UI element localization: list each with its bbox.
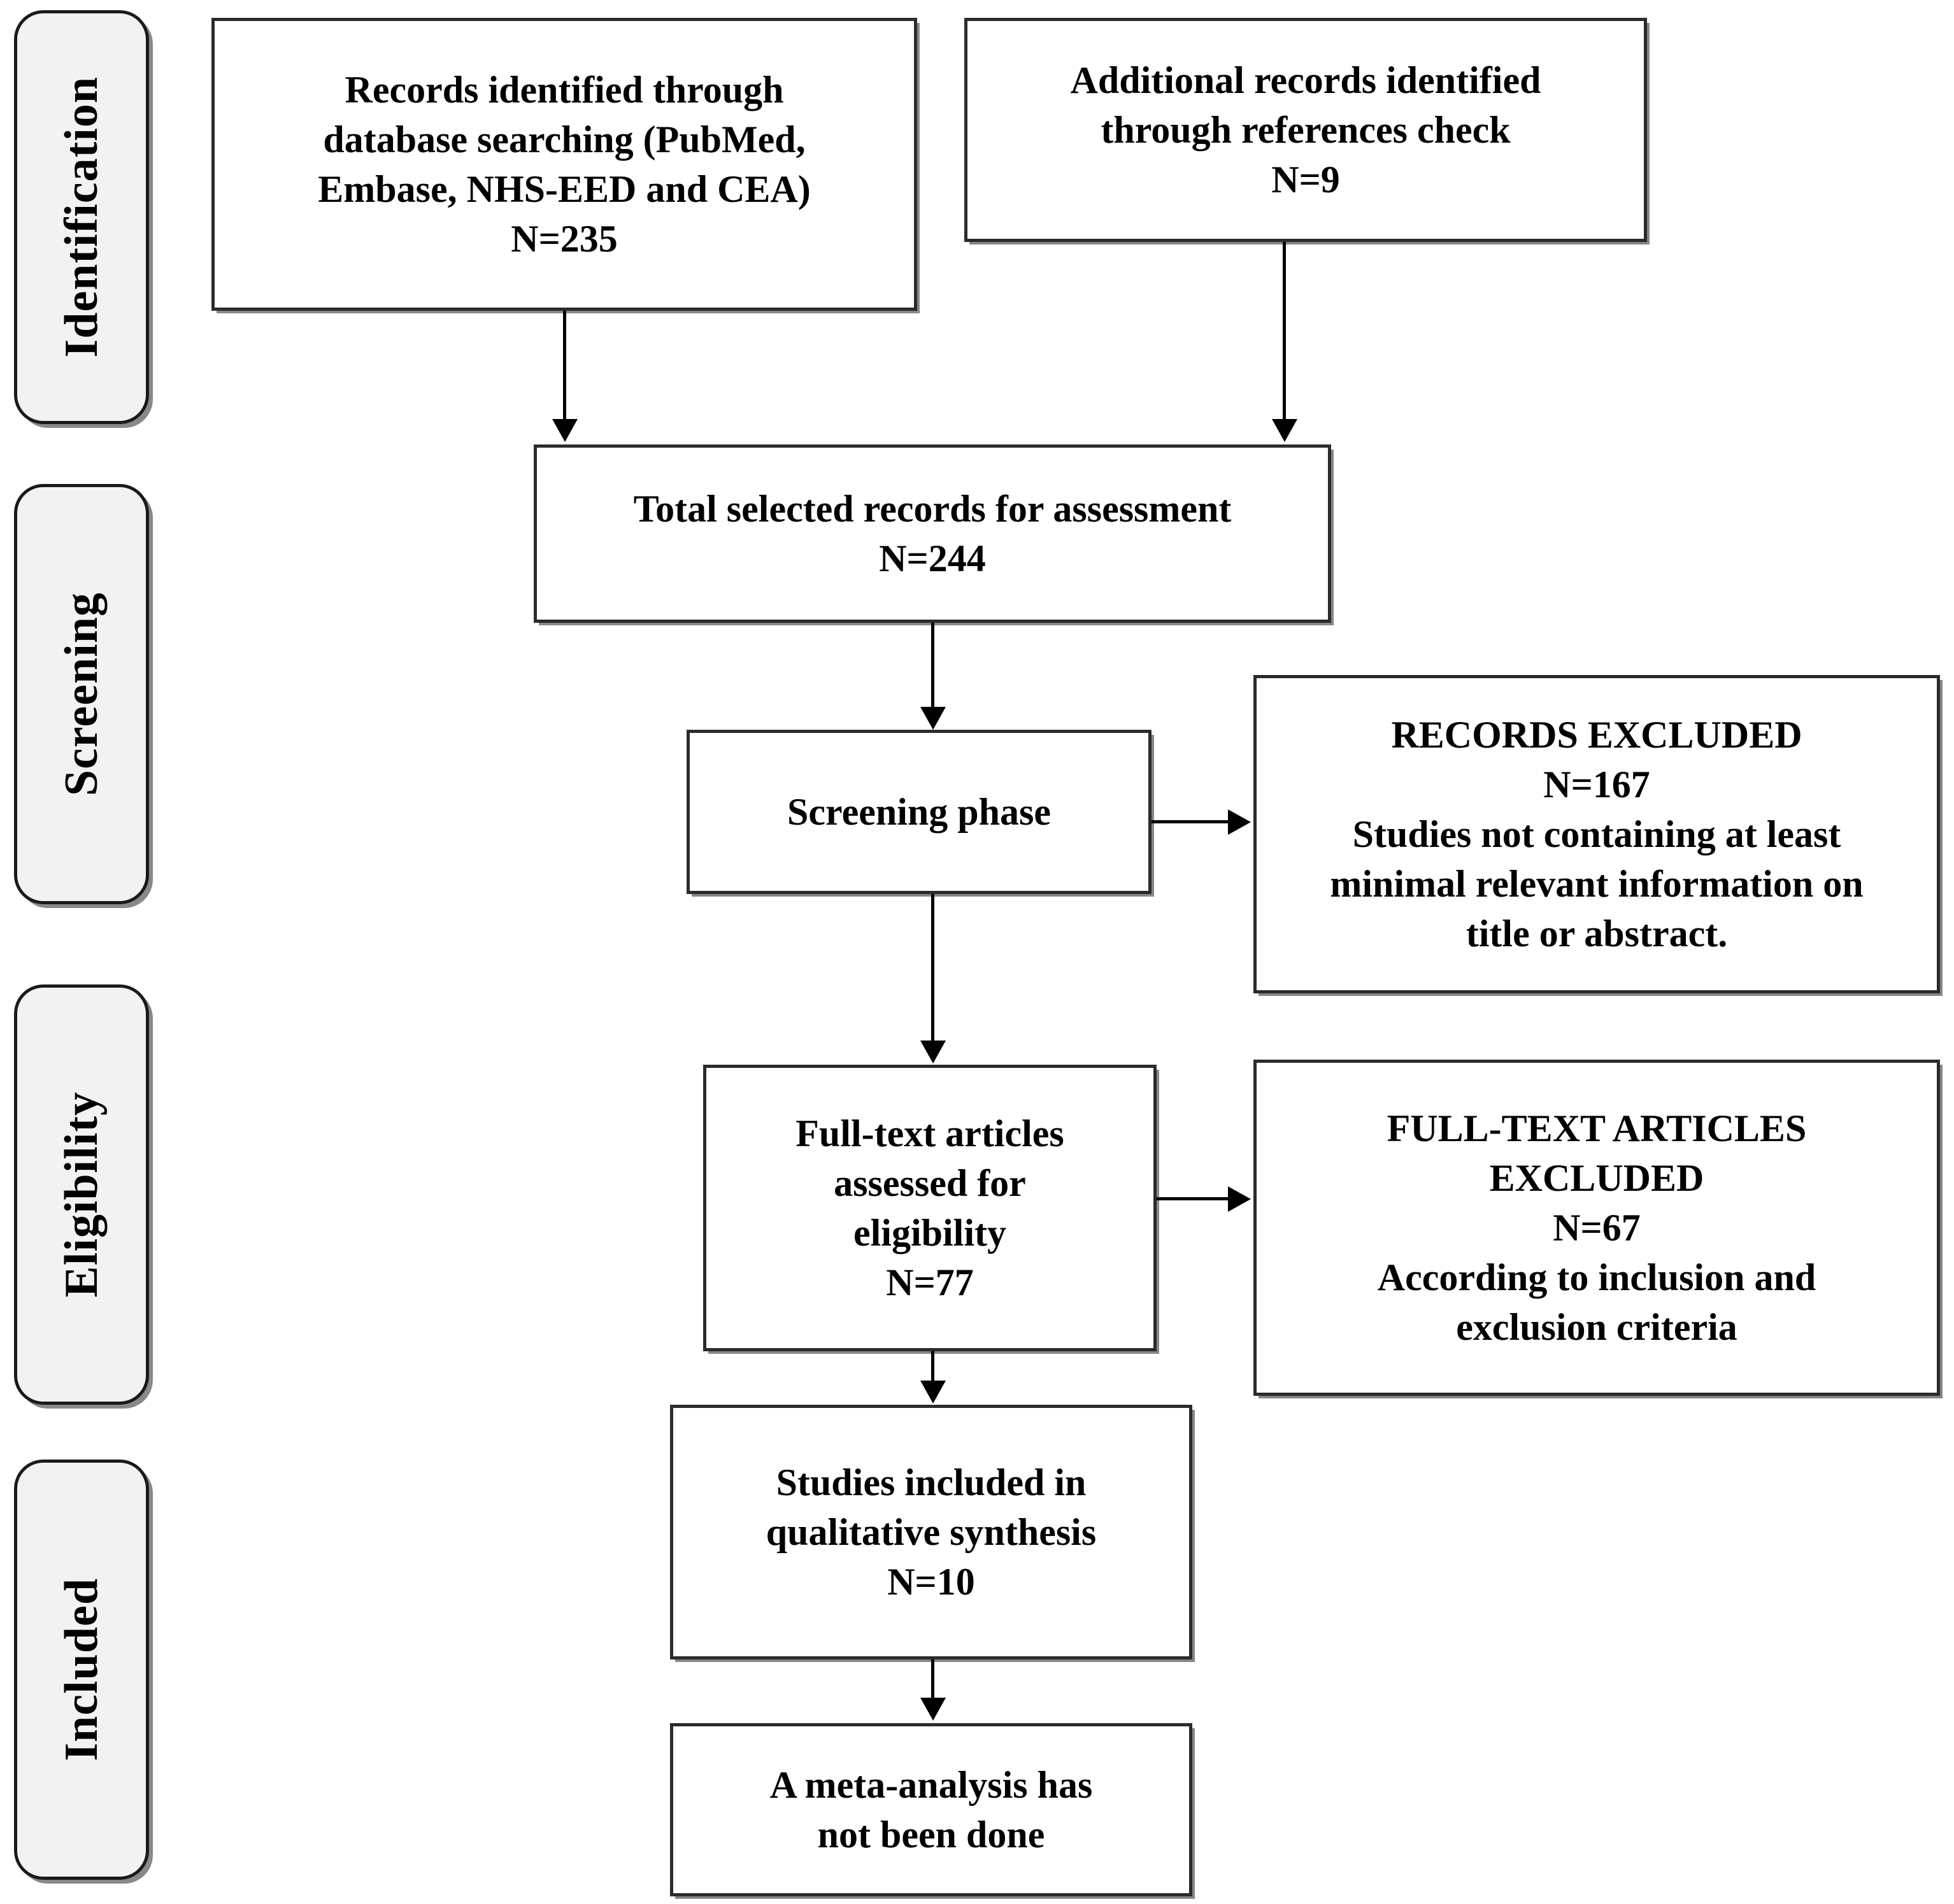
box-total-selected-records[interactable]: Total selected records for assessment N=… bbox=[534, 444, 1331, 623]
connector-screening-to-fulltext bbox=[931, 894, 934, 1042]
box-meta-analysis-text: A meta-analysis has not been done bbox=[769, 1764, 1093, 1856]
box-records-excluded-text: RECORDS EXCLUDED N=167 Studies not conta… bbox=[1330, 714, 1864, 955]
box-studies-included-text: Studies included in qualitative synthesi… bbox=[766, 1461, 1097, 1603]
box-additional-records-text: Additional records identified through re… bbox=[1070, 59, 1541, 201]
box-meta-analysis[interactable]: A meta-analysis has not been done bbox=[670, 1723, 1192, 1896]
arrowhead-records-to-total bbox=[552, 419, 578, 442]
arrowhead-additional-to-total bbox=[1272, 419, 1297, 442]
box-total-selected-records-text: Total selected records for assessment N=… bbox=[633, 488, 1232, 579]
arrowhead-included-to-meta bbox=[920, 1698, 946, 1721]
arrowhead-screening-to-excluded bbox=[1228, 809, 1251, 835]
box-fulltext-excluded-text: FULL-TEXT ARTICLES EXCLUDED N=67 Accordi… bbox=[1377, 1107, 1816, 1348]
connector-total-to-screening bbox=[931, 623, 934, 708]
stage-tab-included[interactable]: Included bbox=[14, 1460, 149, 1880]
box-fulltext-assessed-text: Full-text articles assessed for eligibil… bbox=[795, 1112, 1064, 1304]
stage-tab-eligibility[interactable]: Eligibility bbox=[14, 984, 149, 1405]
stage-tab-identification-label: Identification bbox=[55, 76, 108, 358]
connector-included-to-meta bbox=[931, 1659, 934, 1699]
connector-screening-to-excluded bbox=[1152, 820, 1229, 823]
box-additional-records[interactable]: Additional records identified through re… bbox=[964, 18, 1647, 242]
box-records-identified[interactable]: Records identified through database sear… bbox=[211, 18, 917, 311]
connector-fulltext-to-excluded bbox=[1157, 1197, 1229, 1200]
stage-tab-screening[interactable]: Screening bbox=[14, 484, 149, 904]
arrowhead-screening-to-fulltext bbox=[920, 1041, 946, 1063]
box-records-excluded[interactable]: RECORDS EXCLUDED N=167 Studies not conta… bbox=[1253, 675, 1940, 993]
box-screening-phase[interactable]: Screening phase bbox=[687, 730, 1152, 894]
stage-tab-identification[interactable]: Identification bbox=[14, 10, 149, 424]
connector-records-to-total bbox=[563, 311, 566, 420]
stage-tab-eligibility-label: Eligibility bbox=[55, 1091, 108, 1298]
box-studies-included[interactable]: Studies included in qualitative synthesi… bbox=[670, 1405, 1192, 1659]
box-screening-phase-text: Screening phase bbox=[787, 791, 1051, 833]
stage-tab-screening-label: Screening bbox=[55, 592, 108, 797]
stage-tab-included-label: Included bbox=[55, 1578, 108, 1761]
box-records-identified-text: Records identified through database sear… bbox=[318, 69, 811, 260]
connector-additional-to-total bbox=[1283, 242, 1286, 420]
box-fulltext-excluded[interactable]: FULL-TEXT ARTICLES EXCLUDED N=67 Accordi… bbox=[1253, 1060, 1940, 1396]
arrowhead-total-to-screening bbox=[920, 707, 946, 730]
arrowhead-fulltext-to-excluded bbox=[1228, 1186, 1251, 1212]
connector-fulltext-to-included bbox=[931, 1351, 934, 1382]
box-fulltext-assessed[interactable]: Full-text articles assessed for eligibil… bbox=[703, 1065, 1157, 1351]
arrowhead-fulltext-to-included bbox=[920, 1381, 946, 1403]
